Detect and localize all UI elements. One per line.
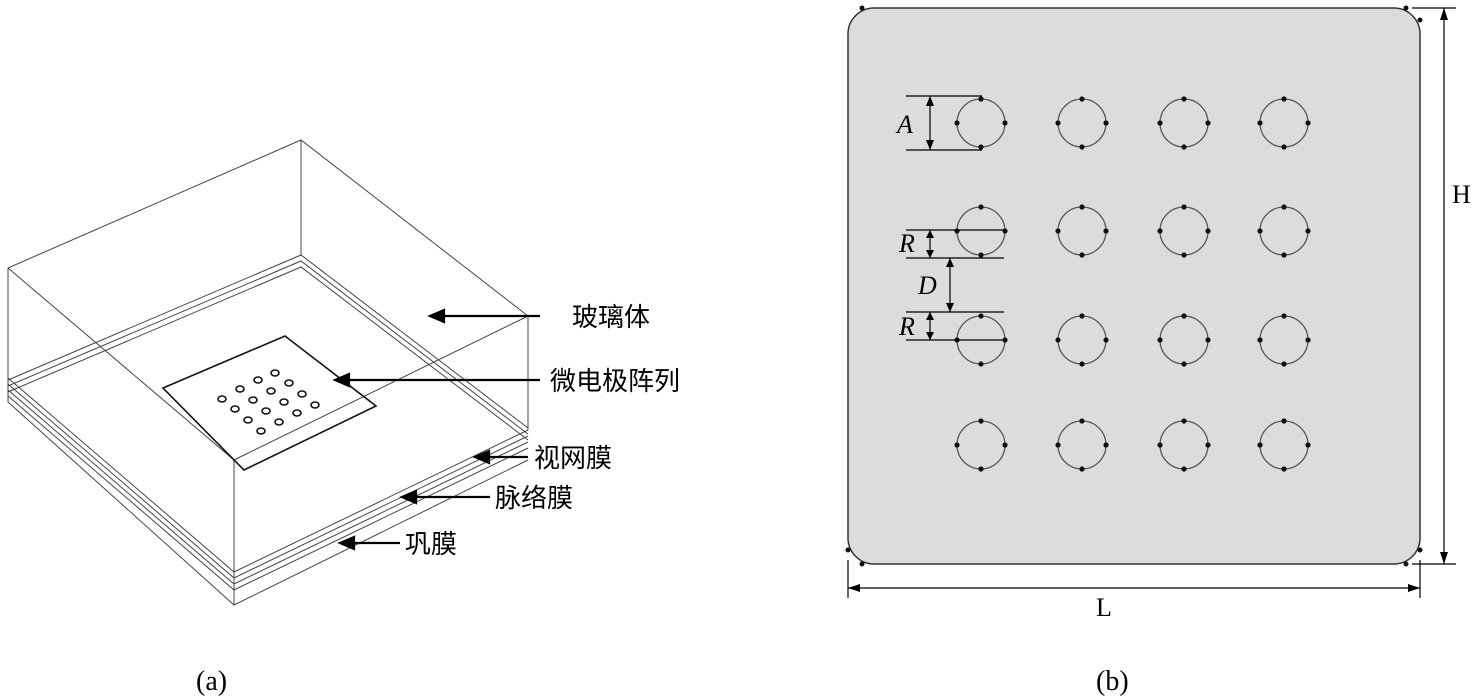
electrode-node [1055, 337, 1061, 343]
arrow-head [337, 535, 356, 551]
electrode-dots-3d [217, 369, 320, 435]
microelectrode-array-plate [161, 335, 378, 471]
electrode-node [978, 361, 984, 367]
electrode-node [1103, 442, 1109, 448]
electrode-node [1079, 361, 1085, 367]
electrode-node [1181, 466, 1187, 472]
layer-line [7, 254, 529, 429]
choroid-layer [7, 389, 529, 585]
electrode-node [1205, 442, 1211, 448]
electrode-node [978, 204, 984, 210]
electrode-node [1257, 120, 1263, 126]
electrode-node [1305, 442, 1311, 448]
electrode-node [1079, 418, 1085, 424]
electrode-node [1157, 228, 1163, 234]
electrode-node [1281, 144, 1287, 150]
electrode-node [1002, 337, 1008, 343]
electrode-node [1157, 337, 1163, 343]
substrate-corner-dots [845, 5, 1423, 567]
electrode-node [1055, 228, 1061, 234]
electrode-node [1181, 313, 1187, 319]
arrow-head [332, 372, 351, 388]
electrode-node [954, 228, 960, 234]
electrode-node [1305, 337, 1311, 343]
electrode-node [1305, 120, 1311, 126]
electrode-node [954, 120, 960, 126]
arrow-head [399, 489, 418, 505]
electrode-node [1305, 228, 1311, 234]
electrode-node [1181, 418, 1187, 424]
electrode-node [1205, 337, 1211, 343]
electrode-node [1281, 96, 1287, 102]
electrode-node [1079, 466, 1085, 472]
electrode-node [1281, 466, 1287, 472]
electrode-node [978, 96, 984, 102]
electrode-node [1079, 313, 1085, 319]
electrode-node [1079, 144, 1085, 150]
caption-b: (b) [1096, 666, 1129, 697]
dim-label-h: H [1452, 180, 1471, 209]
electrode-node [1181, 204, 1187, 210]
electrode-node [978, 466, 984, 472]
retina-layer [7, 383, 529, 579]
layer-line [7, 260, 529, 435]
electrode-node [1002, 442, 1008, 448]
electrode-node [1079, 96, 1085, 102]
dim-label-r-upper: R [898, 229, 915, 258]
electrode-node [1181, 144, 1187, 150]
electrode-node [1281, 418, 1287, 424]
electrode-node [978, 313, 984, 319]
electrode-node [1002, 120, 1008, 126]
electrode-node [1103, 120, 1109, 126]
choroid-layer [7, 395, 529, 591]
electrode-node [1157, 442, 1163, 448]
electrode-node [1055, 442, 1061, 448]
label-sclera: 巩膜 [405, 530, 457, 560]
electrode-node [1181, 252, 1187, 258]
electrode-substrate [847, 7, 1421, 565]
dim-label-r-lower: R [898, 312, 915, 341]
electrode-node [1257, 442, 1263, 448]
dimension-arrowheads [848, 8, 1448, 592]
electrode-node [1205, 228, 1211, 234]
electrode-node [1002, 228, 1008, 234]
arrow-head [472, 449, 491, 465]
electrode-node [1181, 96, 1187, 102]
electrode-node [1281, 313, 1287, 319]
caption-a: (a) [196, 666, 227, 697]
label-choroid: 脉络膜 [495, 484, 573, 514]
electrode-node [1281, 361, 1287, 367]
electrode-node [1079, 252, 1085, 258]
electrode-node [1079, 204, 1085, 210]
label-retina: 视网膜 [534, 444, 612, 474]
electrode-node [1281, 204, 1287, 210]
electrode-node [978, 252, 984, 258]
dim-label-d: D [917, 271, 937, 300]
label-vitreous: 玻璃体 [572, 303, 650, 333]
electrode-node [1055, 120, 1061, 126]
electrode-node [1257, 228, 1263, 234]
electrode-node [978, 418, 984, 424]
electrode-node [1205, 120, 1211, 126]
electrode-node [954, 442, 960, 448]
layer-line [7, 266, 529, 441]
dim-label-a: A [895, 110, 913, 139]
retina-layer [7, 377, 529, 573]
electrode-node [1157, 120, 1163, 126]
electrode-node [1257, 337, 1263, 343]
sclera-layer [7, 401, 529, 606]
arrow-head [427, 308, 446, 324]
electrode-node [1103, 228, 1109, 234]
electrode-node [1281, 252, 1287, 258]
electrode-node [978, 144, 984, 150]
dim-label-l: L [1096, 593, 1112, 622]
label-microelectrode-array: 微电极阵列 [550, 367, 680, 397]
electrode-node [1103, 337, 1109, 343]
electrode-node [1181, 361, 1187, 367]
